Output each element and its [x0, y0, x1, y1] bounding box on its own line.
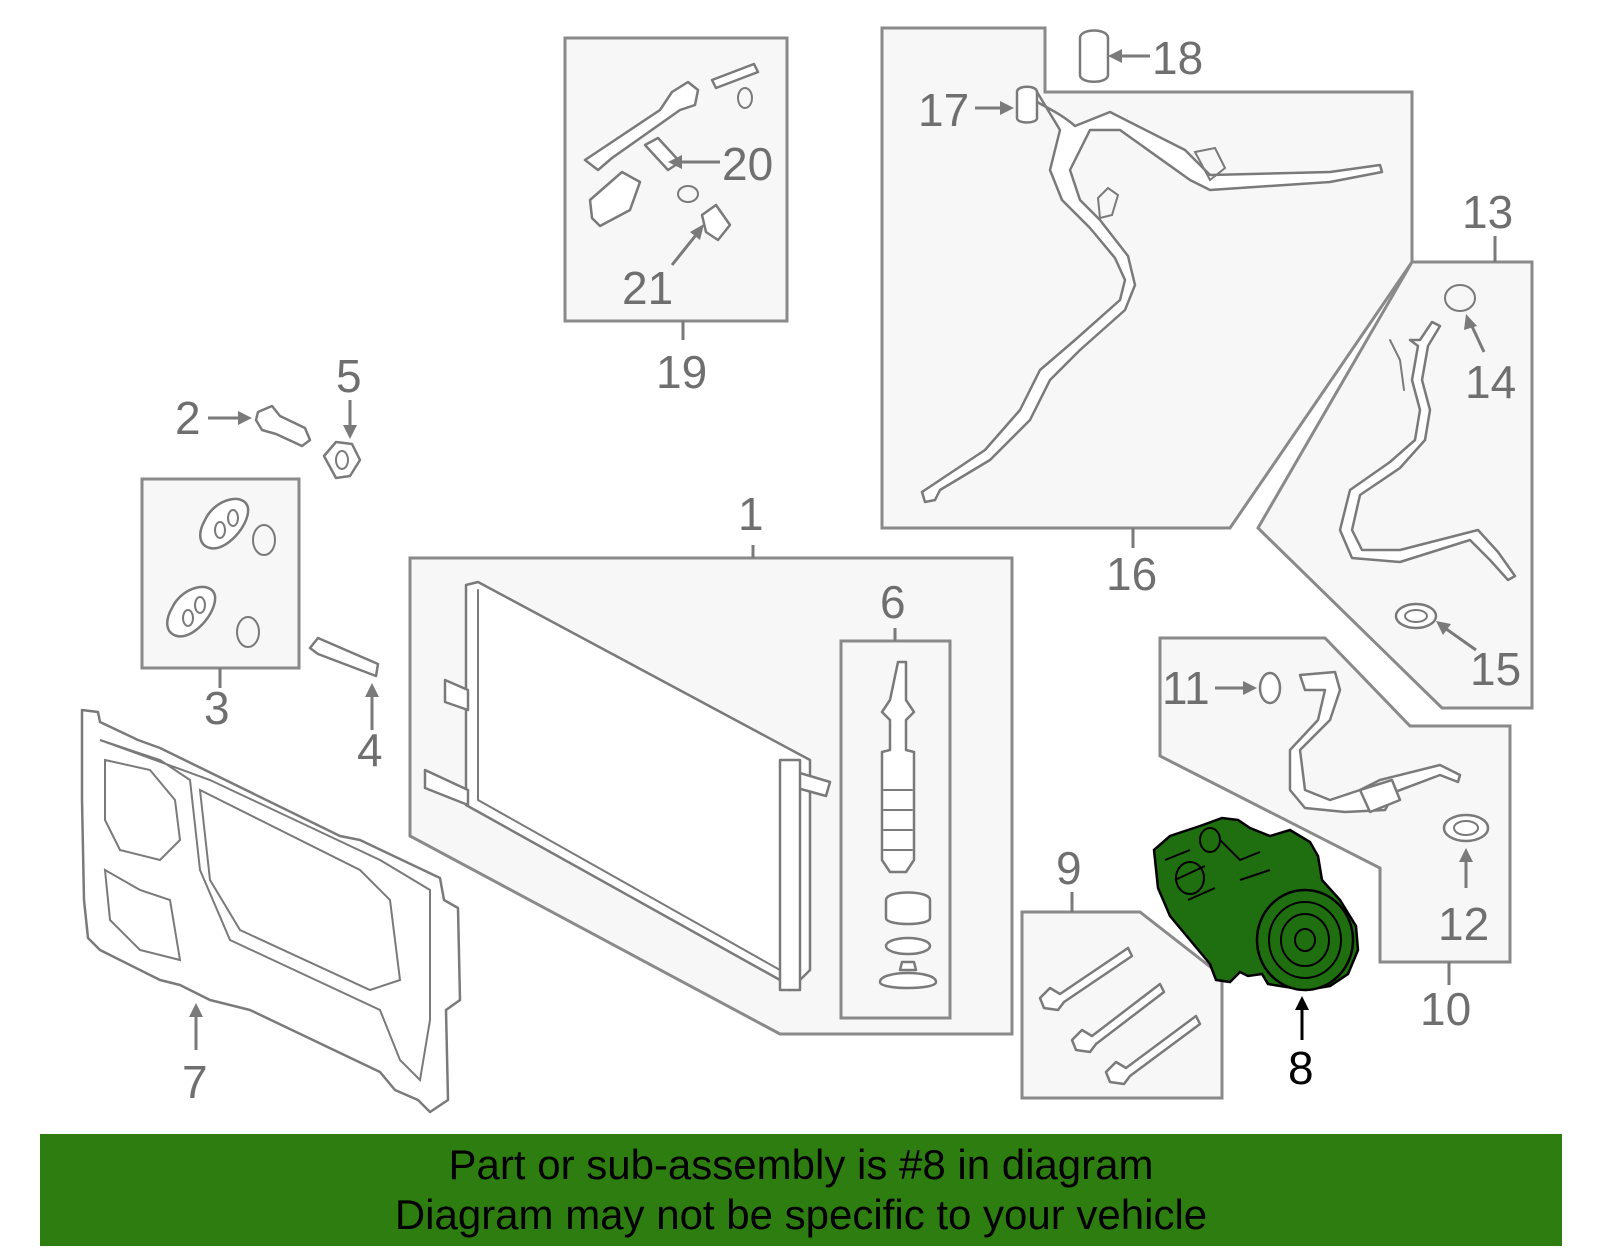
panel-6: [839, 639, 952, 1020]
callout-12[interactable]: 12: [1438, 898, 1489, 950]
panel-19: [563, 36, 789, 323]
callout-19[interactable]: 19: [656, 346, 707, 398]
callout-21[interactable]: 21: [622, 262, 673, 314]
pin-4-shape: [308, 636, 380, 678]
callout-17[interactable]: 17: [918, 84, 969, 136]
callout-2[interactable]: 2: [175, 392, 201, 444]
banner-line-2: Diagram may not be specific to your vehi…: [394, 1191, 1208, 1238]
cap-17-shape: [1015, 85, 1039, 124]
callout-14[interactable]: 14: [1465, 356, 1516, 408]
callout-10[interactable]: 10: [1420, 983, 1471, 1035]
callout-20[interactable]: 20: [722, 138, 773, 190]
panel-9: [1020, 910, 1224, 1100]
panel-3: [140, 477, 301, 670]
part-7-radiator-support: [80, 708, 462, 1114]
bolt-2-shape: [254, 404, 312, 448]
part-8-ac-compressor[interactable]: [1152, 816, 1360, 992]
callout-15[interactable]: 15: [1470, 643, 1521, 695]
callout-9[interactable]: 9: [1056, 842, 1082, 894]
cap-18-shape: [1078, 29, 1110, 83]
banner-line-1: Part or sub-assembly is #8 in diagram: [448, 1141, 1154, 1188]
callout-7[interactable]: 7: [182, 1056, 208, 1108]
leader-15: [1441, 624, 1477, 652]
callout-4[interactable]: 4: [357, 724, 383, 776]
panel-13: [1256, 260, 1534, 710]
callout-13[interactable]: 13: [1462, 186, 1513, 238]
panel-16: [880, 26, 1414, 530]
nut-5-shape: [322, 440, 362, 480]
info-banner: Part or sub-assembly is #8 in diagram Di…: [40, 1134, 1562, 1246]
callout-6[interactable]: 6: [880, 576, 906, 628]
callout-5[interactable]: 5: [336, 350, 362, 402]
panel-10: [1158, 636, 1512, 964]
callout-1[interactable]: 1: [738, 488, 764, 540]
callout-3[interactable]: 3: [204, 682, 230, 734]
callout-16[interactable]: 16: [1106, 548, 1157, 600]
callout-8[interactable]: 8: [1288, 1042, 1314, 1094]
callout-18[interactable]: 18: [1152, 32, 1203, 84]
callout-11[interactable]: 11: [1162, 662, 1210, 714]
